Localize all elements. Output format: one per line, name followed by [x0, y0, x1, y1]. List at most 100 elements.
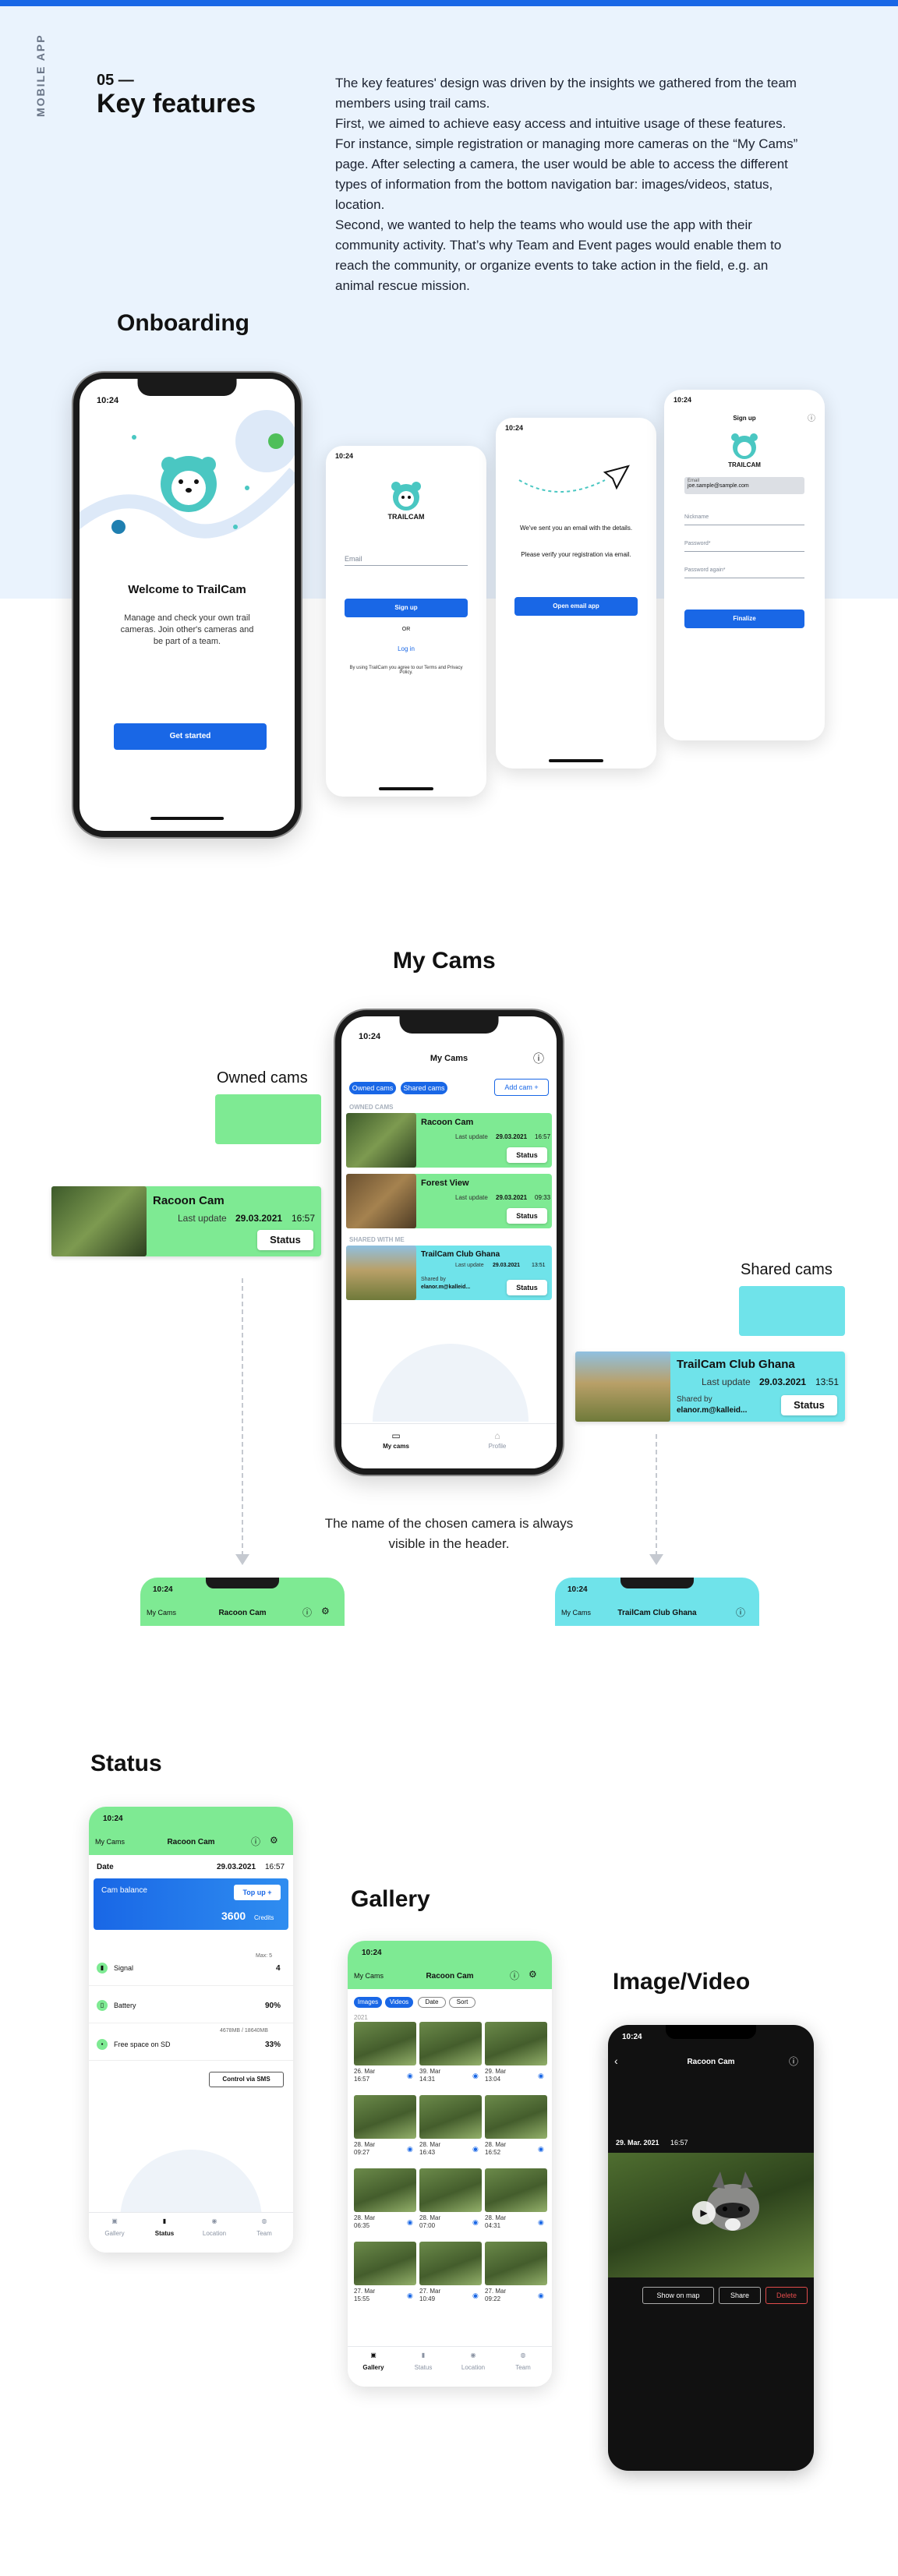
- help-icon[interactable]: ⓘ: [510, 1970, 520, 1981]
- back-icon[interactable]: ‹: [614, 2055, 618, 2067]
- welcome-illustration: [80, 410, 295, 558]
- nav-team[interactable]: Team: [515, 2364, 531, 2371]
- email-sent-screen: 10:24 We've sent you an email with the d…: [496, 418, 656, 769]
- shared-cams-tab[interactable]: Shared cams: [401, 1082, 447, 1094]
- gallery-date: 29. Mar: [485, 2068, 507, 2075]
- nav-status[interactable]: Status: [154, 2230, 175, 2237]
- status-time: 10:24: [97, 396, 119, 405]
- status-button[interactable]: Status: [507, 1147, 547, 1163]
- location-pin-icon: ◉: [472, 2292, 479, 2299]
- logo-text: TRAILCAM: [387, 513, 425, 521]
- date-value: 29.03.2021: [217, 1863, 256, 1871]
- camera-icon[interactable]: ▭: [391, 1430, 401, 1441]
- cam-card[interactable]: TrailCam Club Ghana Last update 29.03.20…: [346, 1246, 552, 1300]
- email-field[interactable]: Email: [345, 555, 468, 566]
- battery-icon: ▯: [97, 2000, 108, 2011]
- help-icon[interactable]: ⓘ: [789, 2056, 799, 2067]
- nav-location[interactable]: Location: [461, 2364, 486, 2371]
- open-email-button[interactable]: Open email app: [514, 597, 638, 616]
- nav-gallery[interactable]: Gallery: [362, 2364, 384, 2371]
- status-icon: ▮: [421, 2352, 426, 2359]
- video-frame[interactable]: ▶: [608, 2153, 814, 2277]
- filter-images[interactable]: Images: [354, 1997, 382, 2008]
- status-button: Status: [781, 1395, 837, 1415]
- delete-button[interactable]: Delete: [765, 2287, 808, 2304]
- topup-button[interactable]: Top up +: [234, 1885, 281, 1900]
- nav-team[interactable]: Team: [256, 2230, 272, 2237]
- signup-title: Sign up: [733, 415, 756, 422]
- gear-icon[interactable]: ⚙: [529, 1969, 537, 1980]
- connector-left: [242, 1278, 243, 1556]
- profile-icon[interactable]: ⌂: [494, 1430, 500, 1441]
- gallery-date: 27. Mar: [354, 2288, 376, 2295]
- status-button[interactable]: Status: [507, 1208, 547, 1224]
- add-cam-button[interactable]: Add cam +: [494, 1079, 549, 1096]
- nav-location[interactable]: Location: [202, 2230, 227, 2237]
- help-icon: ⓘ: [736, 1607, 746, 1618]
- nav-gallery[interactable]: Gallery: [104, 2230, 125, 2237]
- nickname-field[interactable]: Nickname: [684, 514, 804, 525]
- filter-videos[interactable]: Videos: [385, 1997, 413, 2008]
- nav-status[interactable]: Status: [414, 2364, 433, 2371]
- filter-date[interactable]: Date: [418, 1997, 446, 2008]
- control-sms-button[interactable]: Control via SMS: [209, 2072, 284, 2087]
- gallery-time: 04:31: [485, 2222, 501, 2229]
- status-header: 10:24 My Cams Racoon Cam ⓘ ⚙: [89, 1807, 293, 1855]
- get-started-button[interactable]: Get started: [114, 723, 267, 750]
- notch: [399, 1016, 499, 1034]
- email-value: joe.sample@sample.com: [688, 483, 749, 489]
- row-value: 33%: [265, 2041, 281, 2049]
- notch: [137, 379, 237, 396]
- status-icon: ▮: [162, 2217, 167, 2224]
- filter-sort[interactable]: Sort: [449, 1997, 476, 2008]
- gallery-date: 28. Mar: [485, 2141, 507, 2148]
- password-field[interactable]: Password*: [684, 541, 804, 552]
- help-icon[interactable]: ⓘ: [533, 1052, 544, 1065]
- shared-header: SHARED WITH ME: [349, 1236, 405, 1243]
- location-icon: ◉: [211, 2217, 217, 2224]
- location-pin-icon: ◉: [538, 2072, 544, 2080]
- location-pin-icon: ◉: [407, 2218, 413, 2226]
- signup-screen: 10:24 TRAILCAM Email Sign up OR Log in B…: [326, 446, 486, 797]
- signup-button[interactable]: Sign up: [345, 599, 468, 617]
- gallery-date: 27. Mar: [485, 2288, 507, 2295]
- email-filled-field[interactable]: Email joe.sample@sample.com: [684, 477, 804, 494]
- cam-card[interactable]: Forest View Last update 29.03.2021 09:33…: [346, 1174, 552, 1228]
- nav-my-cams[interactable]: My cams: [383, 1443, 409, 1450]
- help-icon[interactable]: ⓘ: [808, 415, 815, 423]
- shared-by-label: Shared by: [421, 1277, 446, 1282]
- status-button[interactable]: Status: [507, 1280, 547, 1295]
- finalize-button[interactable]: Finalize: [684, 610, 804, 628]
- share-button[interactable]: Share: [719, 2287, 761, 2304]
- cam-card[interactable]: Racoon Cam Last update 29.03.2021 16:57 …: [346, 1113, 552, 1168]
- back-link[interactable]: My Cams: [354, 1972, 384, 1980]
- gallery-thumbnail: [419, 2168, 482, 2212]
- help-icon[interactable]: ⓘ: [251, 1836, 261, 1847]
- verify-text: Please verify your registration via emai…: [521, 551, 631, 558]
- paper-plane-icon: [511, 449, 644, 515]
- back-link[interactable]: My Cams: [95, 1838, 125, 1846]
- status-screen: 10:24 My Cams Racoon Cam ⓘ ⚙ Date 29.03.…: [89, 1807, 293, 2253]
- cam-update-label: Last update: [702, 1376, 751, 1387]
- login-link[interactable]: Log in: [398, 645, 415, 652]
- nav-profile[interactable]: Profile: [488, 1443, 507, 1450]
- trailcam-logo: [387, 477, 426, 515]
- owned-cams-tab[interactable]: Owned cams: [349, 1082, 396, 1094]
- show-on-map-button[interactable]: Show on map: [642, 2287, 714, 2304]
- play-icon[interactable]: ▶: [692, 2201, 716, 2224]
- gear-icon[interactable]: ⚙: [270, 1835, 278, 1846]
- gallery-time: 16:52: [485, 2149, 501, 2156]
- password-again-field[interactable]: Password again*: [684, 567, 804, 578]
